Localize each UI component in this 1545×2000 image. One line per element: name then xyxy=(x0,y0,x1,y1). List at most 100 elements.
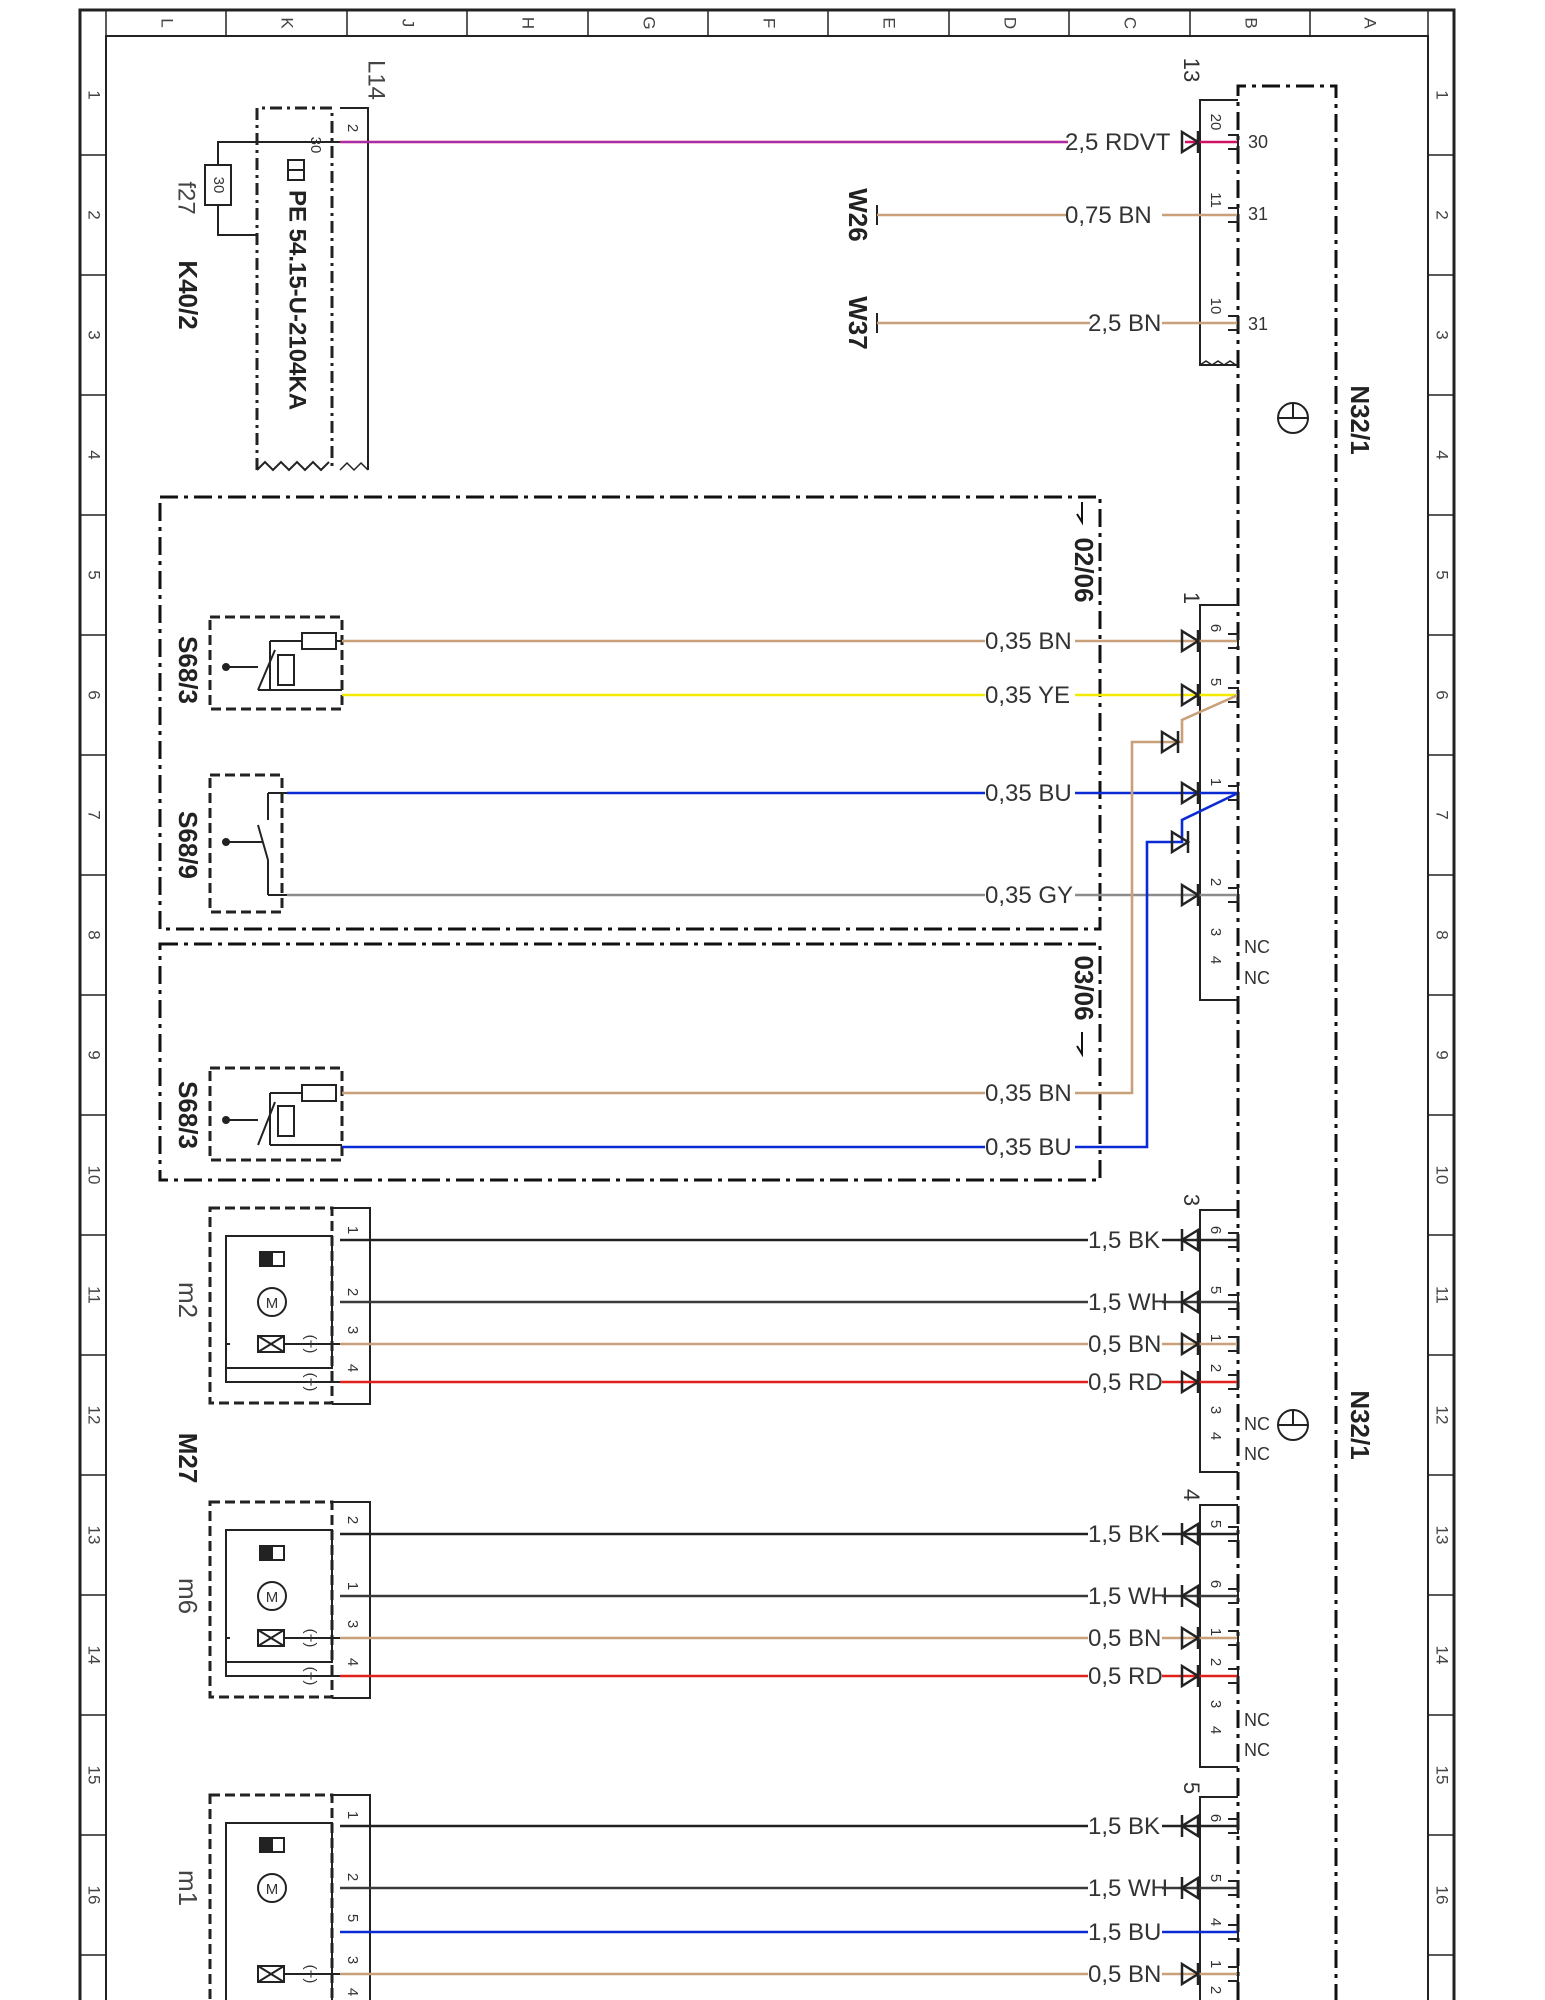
wire-label-w5: 0,35 YE xyxy=(985,682,1070,709)
motor-m1-m-icon: M xyxy=(266,1881,279,1898)
wire-w14-pin-icon xyxy=(1228,1526,1239,1542)
wire-w6-arrow-icon xyxy=(1180,780,1201,806)
wire-label-w18: 1,5 BK xyxy=(1088,1813,1160,1840)
wire-w8-segment-b xyxy=(1075,693,1239,1095)
wire-w12-arrow-icon xyxy=(1180,1331,1201,1357)
c3-nc-2: NC xyxy=(1244,1444,1270,1464)
m1-pin-3: 3 xyxy=(344,1956,361,1964)
c3-pin-1: 1 xyxy=(1207,1334,1224,1342)
s68-9-label: S68/9 xyxy=(173,811,203,879)
c1-pin-2: 2 xyxy=(1207,878,1224,886)
s68-3b-label: S68/3 xyxy=(173,1081,203,1149)
motor-m6-m-icon: M xyxy=(266,1589,279,1606)
c13-term-31a: 31 xyxy=(1248,204,1268,224)
switch-s68-9 xyxy=(208,773,287,914)
row-label-left-7: 7 xyxy=(85,810,104,819)
row-label-right-4: 4 xyxy=(1433,450,1452,459)
wire-label-w21: 0,5 BN xyxy=(1088,1961,1161,1988)
wire-label-w3: 2,5 BN xyxy=(1088,310,1161,337)
c3-pin-5: 5 xyxy=(1207,1286,1224,1294)
row-label-right-15: 15 xyxy=(1433,1766,1452,1785)
wire-w11-arrow-icon xyxy=(1179,1289,1200,1315)
connector-1: 1 6 5 1 2 3 4 NC NC xyxy=(1179,592,1270,1001)
wire-label-w9: 0,35 BU xyxy=(985,1134,1072,1161)
n32-boundary xyxy=(1236,84,1338,2000)
connector-5-label: 5 xyxy=(1179,1782,1204,1794)
wire-w15-arrow-icon xyxy=(1179,1583,1200,1609)
c1-pin-5: 5 xyxy=(1207,678,1224,686)
wire-w12-pin-icon xyxy=(1228,1336,1239,1352)
c5-pin-2: 2 xyxy=(1207,1986,1224,1994)
version-block-2: 03/06 xyxy=(158,942,1102,1182)
wire-w9-arrow-icon xyxy=(1170,829,1191,855)
wire-w14-arrow-icon xyxy=(1179,1521,1200,1547)
m6-pin-4: 4 xyxy=(344,1658,361,1666)
wire-label-w8: 0,35 BN xyxy=(985,1080,1072,1107)
c3-pin-3: 3 xyxy=(1207,1406,1224,1414)
wire-w18-arrow-icon xyxy=(1179,1813,1200,1839)
wire-w1-arrow-icon xyxy=(1180,129,1201,155)
w26-label: W26 xyxy=(843,188,873,241)
version-until-label: 02/06 xyxy=(1069,537,1099,602)
wire-w13-arrow-icon xyxy=(1180,1369,1201,1395)
relay-hand-icon xyxy=(287,159,305,181)
column-label-a: A xyxy=(1361,17,1380,29)
wire-w4-arrow-icon xyxy=(1180,628,1201,654)
wire-w2-pin-icon xyxy=(1228,207,1239,223)
wire-w10-arrow-icon xyxy=(1179,1227,1200,1253)
column-dividers xyxy=(225,10,1311,36)
row-label-left-6: 6 xyxy=(85,690,104,699)
motor-m2-m-icon: M xyxy=(266,1295,279,1312)
row-label-right-5: 5 xyxy=(1433,570,1452,579)
s68-3a-label: S68/3 xyxy=(173,636,203,704)
k40-module: L14 2 30 PE 54.15-U-2104KA K40/2 30 f27 xyxy=(173,60,390,472)
c1-pin-3: 3 xyxy=(1207,928,1224,936)
switch-s68-3b xyxy=(208,1066,344,1162)
wire-label-w11: 1,5 WH xyxy=(1088,1289,1168,1316)
m6-pin-3: 3 xyxy=(344,1620,361,1628)
version-block-1: 02/06 xyxy=(158,495,1102,931)
m2-plug xyxy=(332,1207,371,1405)
row-label-right-6: 6 xyxy=(1433,690,1452,699)
wire-w4-pin-icon xyxy=(1228,633,1239,649)
c13-term-31b: 31 xyxy=(1248,314,1268,334)
c4-pin-2: 2 xyxy=(1207,1658,1224,1666)
fuse-label: f27 xyxy=(173,181,200,214)
row-label-right-2: 2 xyxy=(1433,210,1452,219)
column-label-k: K xyxy=(278,17,297,29)
switch-s68-3a xyxy=(208,615,344,711)
m1-pin-5: 5 xyxy=(344,1914,361,1922)
wire-w16-arrow-icon xyxy=(1180,1625,1201,1651)
m6-pin-2: 2 xyxy=(344,1516,361,1524)
column-label-h: H xyxy=(519,17,538,29)
c3-nc-1: NC xyxy=(1244,1414,1270,1434)
c5-pin-4: 4 xyxy=(1207,1918,1224,1926)
m6-pin-1: 1 xyxy=(344,1582,361,1590)
m6-plug xyxy=(332,1501,371,1699)
wire-w8-pin-icon xyxy=(1228,687,1239,703)
m2-pin-2: 2 xyxy=(344,1288,361,1296)
wire-label-w19: 1,5 WH xyxy=(1088,1875,1168,1902)
c1-pin-4: 4 xyxy=(1207,956,1224,964)
m1-label: m1 xyxy=(173,1870,203,1906)
c4-nc-1: NC xyxy=(1244,1710,1270,1730)
c4-nc-2: NC xyxy=(1244,1740,1270,1760)
wire-label-w15: 1,5 WH xyxy=(1088,1583,1168,1610)
row-label-right-9: 9 xyxy=(1433,1050,1452,1059)
c13-pin-20: 20 xyxy=(1207,114,1224,131)
c3-pin-6: 6 xyxy=(1207,1226,1224,1234)
m2-pin-1: 1 xyxy=(344,1226,361,1234)
row-label-right-8: 8 xyxy=(1433,930,1452,939)
connector-3: 3 6 5 1 2 3 4 NC NC xyxy=(1179,1194,1270,1473)
column-label-b: B xyxy=(1242,17,1261,28)
motor-m6: M xyxy=(208,1500,340,1699)
version-from-label: 03/06 xyxy=(1069,955,1099,1020)
motor-m2: M xyxy=(208,1206,340,1405)
m1-pin-2: 2 xyxy=(344,1873,361,1881)
row-label-right-1: 1 xyxy=(1433,90,1452,99)
m2-label: m2 xyxy=(173,1282,203,1318)
wire-w9-segment-b xyxy=(1075,791,1239,1149)
wire-label-w6: 0,35 BU xyxy=(985,780,1072,807)
m2-minus: (−) xyxy=(302,1335,319,1354)
